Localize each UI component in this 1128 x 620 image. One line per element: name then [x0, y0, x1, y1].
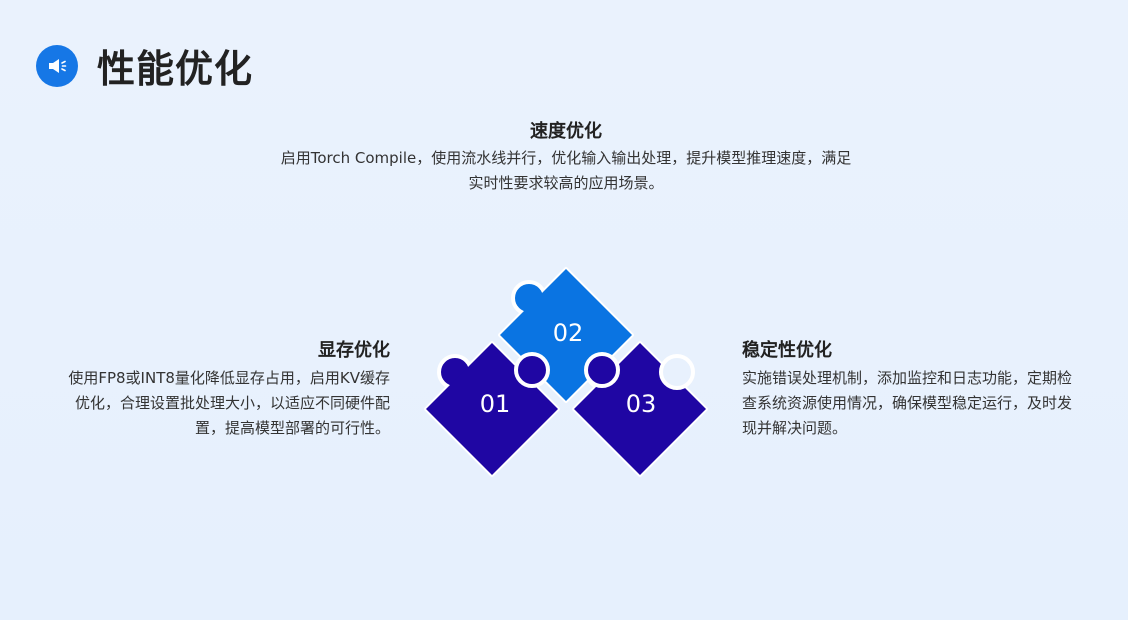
puzzle-piece-03-label: 03	[625, 390, 657, 418]
speed-optimization-title: 速度优化	[530, 121, 602, 142]
megaphone-icon	[36, 44, 78, 87]
puzzle-piece-02	[498, 267, 634, 403]
stability-optimization-description: 实施错误处理机制，添加监控和日志功能，定期检查系统资源使用情况，确保模型稳定运行…	[742, 369, 1073, 437]
puzzle-piece-01-label: 01	[479, 390, 511, 418]
page-title: 性能优化	[97, 47, 254, 91]
page-header: 性能优化	[36, 38, 253, 93]
puzzle-socket	[659, 354, 695, 390]
stability-optimization-title: 稳定性优化	[742, 340, 832, 361]
speed-optimization-description: 启用Torch Compile，使用流水线并行，优化输入输出处理，提升模型推理速…	[280, 149, 852, 192]
memory-optimization-title: 显存优化	[318, 340, 390, 361]
puzzle-piece-02-label: 02	[552, 319, 584, 347]
memory-optimization-description: 使用FP8或INT8量化降低显存占用，启用KV缓存优化，合理设置批处理大小，以适…	[68, 369, 390, 437]
